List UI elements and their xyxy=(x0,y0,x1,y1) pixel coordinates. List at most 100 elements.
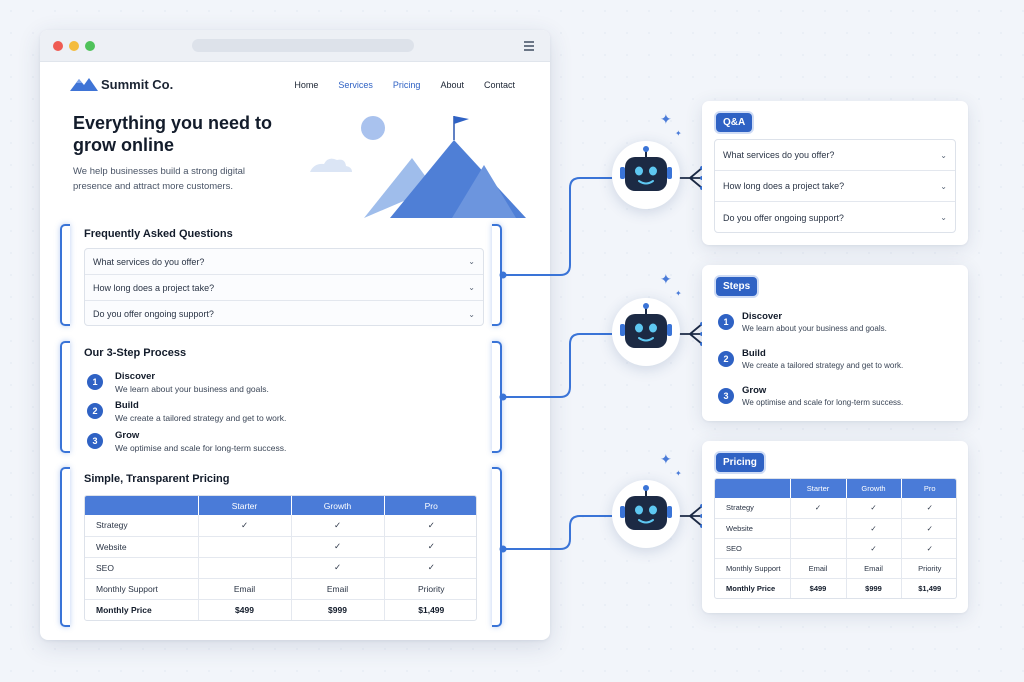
hero-title: Everything you need to grow online xyxy=(73,113,273,155)
robot-assistant-pricing xyxy=(612,480,680,548)
step-number: 1 xyxy=(87,374,103,390)
table-cell: $999 xyxy=(846,578,902,598)
table-cell: ✓ xyxy=(291,536,385,558)
table-cell: Priority xyxy=(384,578,476,600)
step-number: 1 xyxy=(718,314,734,330)
nav-services[interactable]: Services xyxy=(338,80,373,90)
table-cell: $499 xyxy=(790,578,847,598)
table-row-label: Monthly Price xyxy=(715,578,791,598)
step-title: Build xyxy=(115,400,139,411)
mountain-illustration xyxy=(310,116,526,218)
step-title: Discover xyxy=(742,311,783,322)
table-row: SEO✓✓ xyxy=(715,538,956,559)
address-bar[interactable] xyxy=(192,39,414,52)
chevron-down-icon: ⌄ xyxy=(468,309,475,319)
table-header-blank xyxy=(85,496,199,515)
pricing-bracket-right xyxy=(492,467,502,627)
faq-accordion: What services do you offer?⌄ How long do… xyxy=(84,248,484,326)
table-cell: $499 xyxy=(198,599,292,620)
faq-bracket-right xyxy=(492,224,502,326)
sparkle-icon: ✦ xyxy=(675,469,682,478)
steps-card: Steps 1 Discover We learn about your bus… xyxy=(702,265,968,421)
steps-tag: Steps xyxy=(716,277,758,296)
step-description: We learn about your business and goals. xyxy=(742,324,887,333)
table-cell xyxy=(790,518,847,539)
robot-assistant-qa xyxy=(612,141,680,209)
browser-window: Summit Co. Home Services Pricing About C… xyxy=(40,30,550,640)
faq-title: Frequently Asked Questions xyxy=(84,228,233,240)
pricing-title: Simple, Transparent Pricing xyxy=(84,473,230,485)
table-row-label: Strategy xyxy=(715,498,791,519)
table-header-plan: Growth xyxy=(291,496,385,515)
step-number: 3 xyxy=(718,388,734,404)
step-description: We optimise and scale for long-term succ… xyxy=(115,443,287,453)
chevron-down-icon: ⌄ xyxy=(940,213,947,222)
nav-contact[interactable]: Contact xyxy=(483,80,515,90)
sun-icon xyxy=(361,116,385,140)
table-cell: Email xyxy=(198,578,292,600)
step-description: We optimise and scale for long-term succ… xyxy=(742,398,904,407)
nav-pricing[interactable]: Pricing xyxy=(392,80,421,90)
table-cell: Priority xyxy=(901,558,956,579)
table-header-plan: Growth xyxy=(846,479,902,498)
sparkle-icon: ✦ xyxy=(660,451,672,467)
robot-icon xyxy=(620,146,672,191)
logo-text: Summit Co. xyxy=(101,76,174,92)
site-logo[interactable]: Summit Co. xyxy=(70,75,173,93)
table-header-blank xyxy=(715,479,791,498)
table-row-label: SEO xyxy=(85,557,199,579)
chevron-down-icon: ⌄ xyxy=(468,257,475,266)
table-cell: Email xyxy=(846,558,902,579)
table-row-label: Monthly Support xyxy=(85,578,199,600)
process-bracket-left xyxy=(60,341,70,453)
robot-icon xyxy=(620,303,672,348)
nav-about[interactable]: About xyxy=(440,80,464,90)
sparkle-icon: ✦ xyxy=(660,271,672,287)
table-row-label: Strategy xyxy=(85,515,199,537)
faq-item[interactable]: What services do you offer?⌄ xyxy=(715,140,955,171)
table-header-plan: Starter xyxy=(198,496,292,515)
close-window-dot[interactable] xyxy=(53,41,63,51)
step-number: 2 xyxy=(87,403,103,419)
table-cell: ✓ xyxy=(846,538,902,559)
table-cell: ✓ xyxy=(790,498,847,519)
browser-chrome xyxy=(40,30,550,62)
step-title: Grow xyxy=(742,385,767,396)
table-cell: ✓ xyxy=(198,515,292,537)
hamburger-menu-icon[interactable] xyxy=(524,41,534,51)
robot-icon xyxy=(620,485,672,530)
table-cell: ✓ xyxy=(291,515,385,537)
faq-item[interactable]: Do you offer ongoing support?⌄ xyxy=(723,212,947,223)
table-row-label: Monthly Price xyxy=(85,599,199,620)
sparkle-icon: ✦ xyxy=(660,111,672,127)
table-header-plan: Pro xyxy=(384,496,476,515)
table-cell: ✓ xyxy=(384,515,476,537)
table-row-label: SEO xyxy=(715,538,791,559)
faq-item[interactable]: Do you offer ongoing support?⌄ xyxy=(93,309,475,319)
step-description: We learn about your business and goals. xyxy=(115,384,269,394)
minimize-window-dot[interactable] xyxy=(69,41,79,51)
faq-item[interactable]: How long does a project take?⌄ xyxy=(715,171,955,202)
table-cell: ✓ xyxy=(846,498,902,519)
chevron-down-icon: ⌄ xyxy=(940,181,947,191)
cloud-icon xyxy=(310,158,352,172)
step-description: We create a tailored strategy and get to… xyxy=(742,361,904,370)
mountain-logo-icon xyxy=(70,78,98,91)
nav-links: Home Services Pricing About Contact xyxy=(274,80,515,90)
maximize-window-dot[interactable] xyxy=(85,41,95,51)
chevron-down-icon: ⌄ xyxy=(468,283,475,292)
table-cell: ✓ xyxy=(291,557,385,579)
qa-tag: Q&A xyxy=(716,113,753,132)
table-row: SEO✓✓ xyxy=(85,557,476,579)
table-row: Strategy✓✓✓ xyxy=(85,515,476,537)
faq-item[interactable]: How long does a project take?⌄ xyxy=(85,275,483,301)
nav-home[interactable]: Home xyxy=(294,80,319,90)
table-cell xyxy=(790,538,847,559)
faq-item[interactable]: What services do you offer?⌄ xyxy=(85,249,483,275)
step-title: Build xyxy=(742,348,766,359)
hero-subtitle: We help businesses build a strong digita… xyxy=(73,166,245,192)
